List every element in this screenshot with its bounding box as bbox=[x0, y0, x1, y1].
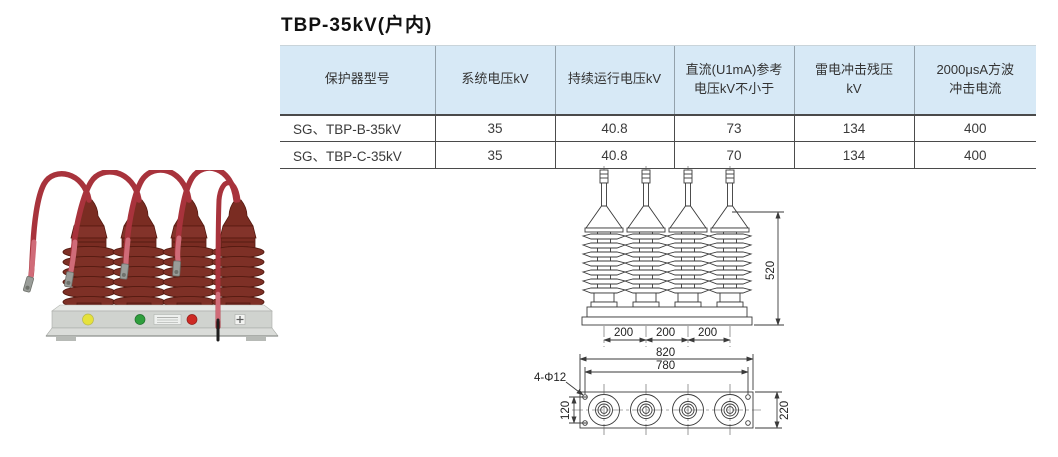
cell-residual-voltage: 134 bbox=[793, 141, 914, 169]
dim-label-520: 520 bbox=[765, 261, 777, 280]
page-title: TBP-35kV(户内) bbox=[281, 15, 433, 36]
dim-hole-callout: 4-Φ12 bbox=[534, 372, 584, 396]
dim-label-200: 200 bbox=[614, 327, 633, 339]
dim-depth-220: 220 bbox=[755, 391, 791, 429]
table-row: SG、TBP-B-35kV 35 40.8 73 134 400 bbox=[280, 114, 1036, 142]
arrester-outline bbox=[582, 169, 626, 308]
arrester-outline bbox=[666, 169, 710, 308]
dim-spacing-120: 120 bbox=[560, 396, 587, 424]
col-header-model: 保护器型号 bbox=[280, 45, 435, 116]
spec-table-header: 保护器型号 系统电压kV 持续运行电压kV 直流(U1mA)参考 电压kV不小于… bbox=[280, 45, 1036, 116]
dimension-drawing: 520 200 200 200 bbox=[534, 166, 791, 436]
front-view bbox=[581, 166, 753, 347]
cell-system-voltage: 35 bbox=[434, 141, 555, 169]
cell-system-voltage: 35 bbox=[434, 114, 555, 142]
phase-cables bbox=[28, 170, 241, 342]
arrester-outline bbox=[708, 169, 752, 308]
cell-residual-voltage: 134 bbox=[793, 114, 914, 142]
dim-label-200: 200 bbox=[656, 327, 675, 339]
arrester-column bbox=[112, 199, 166, 312]
table-row: SG、TBP-C-35kV 35 40.8 70 134 400 bbox=[280, 141, 1036, 169]
cable-lug bbox=[119, 263, 130, 280]
mounting-base bbox=[45, 304, 279, 341]
cell-square-wave: 400 bbox=[913, 114, 1036, 142]
nameplate bbox=[153, 314, 182, 325]
cable-lug bbox=[172, 260, 182, 277]
cell-square-wave: 400 bbox=[913, 141, 1036, 169]
cell-dc-ref-voltage: 70 bbox=[673, 141, 794, 169]
arrester-outline bbox=[624, 169, 668, 308]
spec-table: 保护器型号 系统电压kV 持续运行电压kV 直流(U1mA)参考 电压kV不小于… bbox=[280, 45, 1036, 169]
col-header-square-wave: 2000μsA方波 冲击电流 bbox=[913, 45, 1036, 116]
dim-label-780: 780 bbox=[656, 360, 675, 372]
plan-view bbox=[572, 384, 761, 436]
cell-dc-ref-voltage: 73 bbox=[673, 114, 794, 142]
product-photo bbox=[22, 170, 279, 342]
cell-cont-voltage: 40.8 bbox=[554, 114, 674, 142]
cell-cont-voltage: 40.8 bbox=[554, 141, 674, 169]
dim-width-780: 780 bbox=[584, 360, 749, 394]
cable-lug bbox=[22, 275, 35, 293]
base-lower-tier bbox=[581, 316, 753, 326]
phase-dot-c bbox=[186, 314, 198, 325]
phase-dot-a bbox=[82, 313, 94, 326]
col-header-dc-ref-voltage: 直流(U1mA)参考 电压kV不小于 bbox=[673, 45, 794, 116]
phase-dot-b bbox=[134, 314, 146, 325]
arrester-column bbox=[162, 199, 216, 312]
col-header-cont-voltage: 持续运行电压kV bbox=[554, 45, 674, 116]
dim-width-820: 820 bbox=[579, 347, 754, 390]
dim-height-520: 520 bbox=[732, 211, 784, 326]
dim-label-120: 120 bbox=[560, 401, 572, 420]
base-upper-tier bbox=[586, 306, 748, 318]
dim-spacing-200: 200 200 200 bbox=[603, 327, 731, 343]
cell-model: SG、TBP-C-35kV bbox=[280, 141, 435, 169]
dim-label-200: 200 bbox=[698, 327, 717, 339]
dim-label-4phi12: 4-Φ12 bbox=[534, 372, 566, 384]
dim-label-820: 820 bbox=[656, 347, 675, 359]
col-header-system-voltage: 系统电压kV bbox=[434, 45, 555, 116]
dim-label-220: 220 bbox=[779, 401, 791, 420]
cell-model: SG、TBP-B-35kV bbox=[280, 114, 435, 142]
col-header-residual-voltage: 雷电冲击残压 kV bbox=[793, 45, 914, 116]
ground-mark-icon bbox=[234, 314, 246, 325]
